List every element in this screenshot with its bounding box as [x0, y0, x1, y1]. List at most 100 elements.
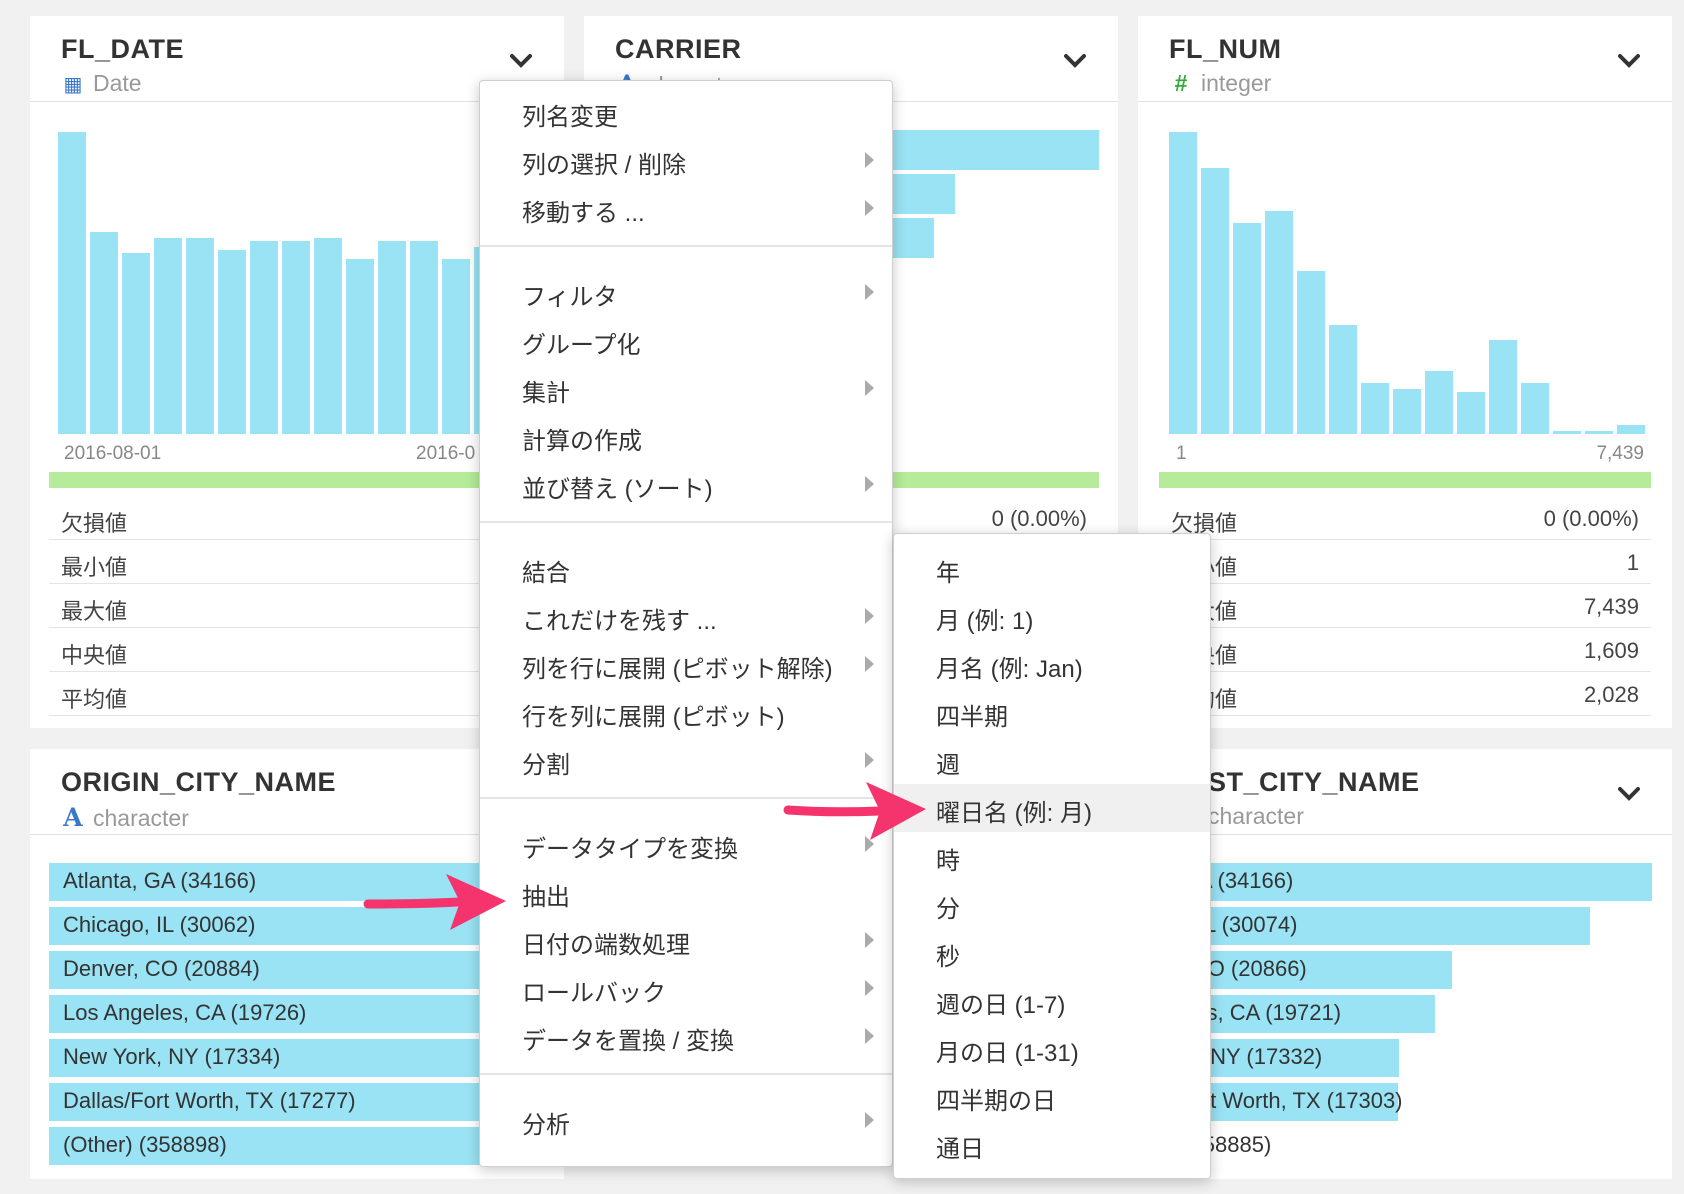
histogram-bar[interactable] [442, 258, 470, 434]
value-bar[interactable] [49, 1039, 486, 1077]
value-bar[interactable] [49, 1127, 564, 1165]
menu-item[interactable]: ロールバック [480, 965, 892, 1009]
menu-item[interactable]: 並び替え (ソート) [480, 461, 892, 505]
histogram-bar[interactable] [1617, 424, 1645, 434]
menu-separator [480, 797, 892, 799]
histogram-bar[interactable] [1329, 325, 1357, 434]
submenu-item[interactable]: 秒 [894, 928, 1210, 976]
stat-row: 最小値1 [1159, 540, 1651, 584]
histogram-bar[interactable] [122, 252, 150, 434]
menu-item[interactable]: 結合 [480, 545, 892, 589]
chevron-down-icon[interactable] [1614, 46, 1644, 76]
menu-item[interactable]: フィルタ [480, 269, 892, 313]
histogram-bar[interactable] [1393, 388, 1421, 434]
histogram-bar[interactable] [250, 240, 278, 434]
menu-item[interactable]: 集計 [480, 365, 892, 409]
submenu-arrow-icon [865, 656, 874, 672]
submenu-item[interactable]: 分 [894, 880, 1210, 928]
histogram-bar[interactable] [186, 237, 214, 434]
menu-item[interactable]: グループ化 [480, 317, 892, 361]
axis-end-label: 2016-0 [416, 443, 476, 464]
histogram-bar[interactable] [1521, 382, 1549, 434]
value-bar[interactable] [49, 1083, 484, 1121]
submenu-arrow-icon [865, 152, 874, 168]
stat-row: 平均値2,028 [1159, 672, 1651, 716]
chevron-down-icon[interactable] [506, 46, 536, 76]
menu-item[interactable]: これだけを残す ... [480, 593, 892, 637]
stat-label: 中央値 [61, 643, 128, 668]
value-bar-label: Atlanta, GA (34166) [63, 868, 257, 893]
histogram-bar[interactable] [1585, 431, 1613, 434]
menu-item[interactable]: 計算の作成 [480, 413, 892, 457]
submenu-item[interactable]: 月の日 (1-31) [894, 1024, 1210, 1072]
histogram-bar[interactable] [1265, 210, 1293, 434]
submenu-item[interactable]: 月 (例: 1) [894, 592, 1210, 640]
value-bar[interactable] [1138, 863, 1652, 901]
chevron-down-icon[interactable] [1060, 46, 1090, 76]
histogram-bar[interactable] [346, 258, 374, 434]
axis-end-label: 7,439 [1596, 443, 1644, 464]
menu-item[interactable]: 移動する ... [480, 185, 892, 229]
histogram-bar[interactable] [1233, 222, 1261, 434]
histogram-bar[interactable] [218, 249, 246, 434]
menu-item[interactable]: データタイプを変換 [480, 821, 892, 865]
submenu-item[interactable]: 曜日名 (例: 月) [894, 784, 1210, 832]
submenu-item[interactable]: 週の日 (1-7) [894, 976, 1210, 1024]
histogram-bar[interactable] [1457, 391, 1485, 434]
histogram-bar[interactable] [1201, 168, 1229, 434]
menu-item[interactable]: 日付の端数処理 [480, 917, 892, 961]
menu-item[interactable]: 分割 [480, 737, 892, 781]
stat-value: 0 (0.00%) [1543, 506, 1639, 531]
histogram-bar[interactable] [1489, 340, 1517, 434]
stat-value: 0 (0.00%) [991, 506, 1087, 531]
submenu-arrow-icon [865, 476, 874, 492]
histogram-bar[interactable] [58, 132, 86, 434]
histogram-bar[interactable] [90, 231, 118, 434]
submenu-item[interactable]: 年 [894, 544, 1210, 592]
histogram-bar[interactable] [282, 240, 310, 434]
column-title: FL_NUM [1169, 34, 1282, 64]
histogram-bar[interactable] [410, 240, 438, 434]
histogram-bar[interactable] [1361, 382, 1389, 434]
menu-item[interactable]: 列を行に展開 (ピボット解除) [480, 641, 892, 685]
stat-row: 最大値7,439 [1159, 584, 1651, 628]
column-title: ORIGIN_CITY_NAME [61, 767, 337, 797]
submenu-item[interactable]: 通日 [894, 1120, 1210, 1168]
histogram-bar[interactable] [1297, 270, 1325, 434]
submenu-item[interactable]: 四半期 [894, 688, 1210, 736]
histogram-bar[interactable] [1553, 430, 1581, 434]
card-header: FL_NUM #integer [1138, 16, 1672, 102]
submenu-item[interactable]: 週 [894, 736, 1210, 784]
stat-label: 平均値 [61, 687, 128, 712]
column-title: CARRIER [615, 34, 742, 64]
submenu-item[interactable]: 月名 (例: Jan) [894, 640, 1210, 688]
value-bar[interactable] [49, 995, 546, 1033]
stat-row: 中央値1,609 [1159, 628, 1651, 672]
histogram-bar[interactable] [378, 240, 406, 434]
value-bar[interactable] [1138, 907, 1591, 945]
menu-item[interactable]: 抽出 [480, 869, 892, 913]
number-icon: # [1174, 70, 1188, 96]
submenu-arrow-icon [865, 1112, 874, 1128]
chevron-down-icon[interactable] [1614, 779, 1644, 809]
menu-item-label: 列を行に展開 (ピボット解除) [522, 656, 833, 683]
histogram-bar[interactable] [154, 237, 182, 434]
histogram-bar[interactable] [314, 237, 342, 434]
submenu-item-label: 月の日 (1-31) [936, 1040, 1079, 1067]
menu-item[interactable]: 列の選択 / 削除 [480, 137, 892, 181]
menu-separator [480, 245, 892, 247]
stat-label: 欠損値 [1171, 511, 1238, 536]
value-bar[interactable] [49, 951, 564, 989]
histogram-bar[interactable] [1425, 370, 1453, 434]
menu-item[interactable]: 列名変更 [480, 89, 892, 133]
submenu-item[interactable]: 四半期の日 [894, 1072, 1210, 1120]
menu-item[interactable]: データを置換 / 変換 [480, 1013, 892, 1057]
value-bar-label: Denver, CO (20884) [63, 956, 260, 981]
histogram-bar[interactable] [1169, 132, 1197, 434]
submenu-item-label: 分 [936, 896, 960, 923]
submenu-arrow-icon [865, 752, 874, 768]
menu-item[interactable]: 行を列に展開 (ピボット) [480, 689, 892, 733]
menu-item[interactable]: 分析 [480, 1097, 892, 1141]
submenu-item[interactable]: 時 [894, 832, 1210, 880]
menu-item-label: データタイプを変換 [522, 836, 738, 863]
